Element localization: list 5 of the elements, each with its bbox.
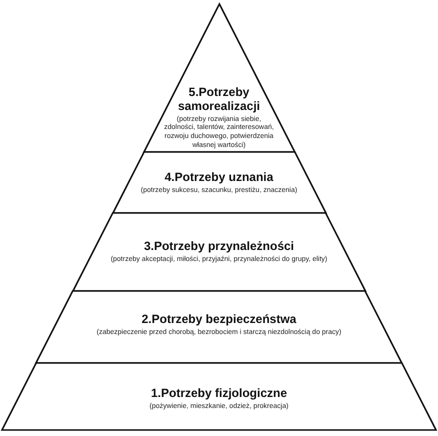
level-title: 5.Potrzeby samorealizacji <box>176 86 262 114</box>
level-title: 4.Potrzeby uznania <box>164 171 274 185</box>
level-title: 1.Potrzeby fizjologiczne <box>150 387 288 401</box>
level-title: 3.Potrzeby przynależności <box>144 240 294 254</box>
level-title: 2.Potrzeby bezpieczeństwa <box>142 313 296 327</box>
